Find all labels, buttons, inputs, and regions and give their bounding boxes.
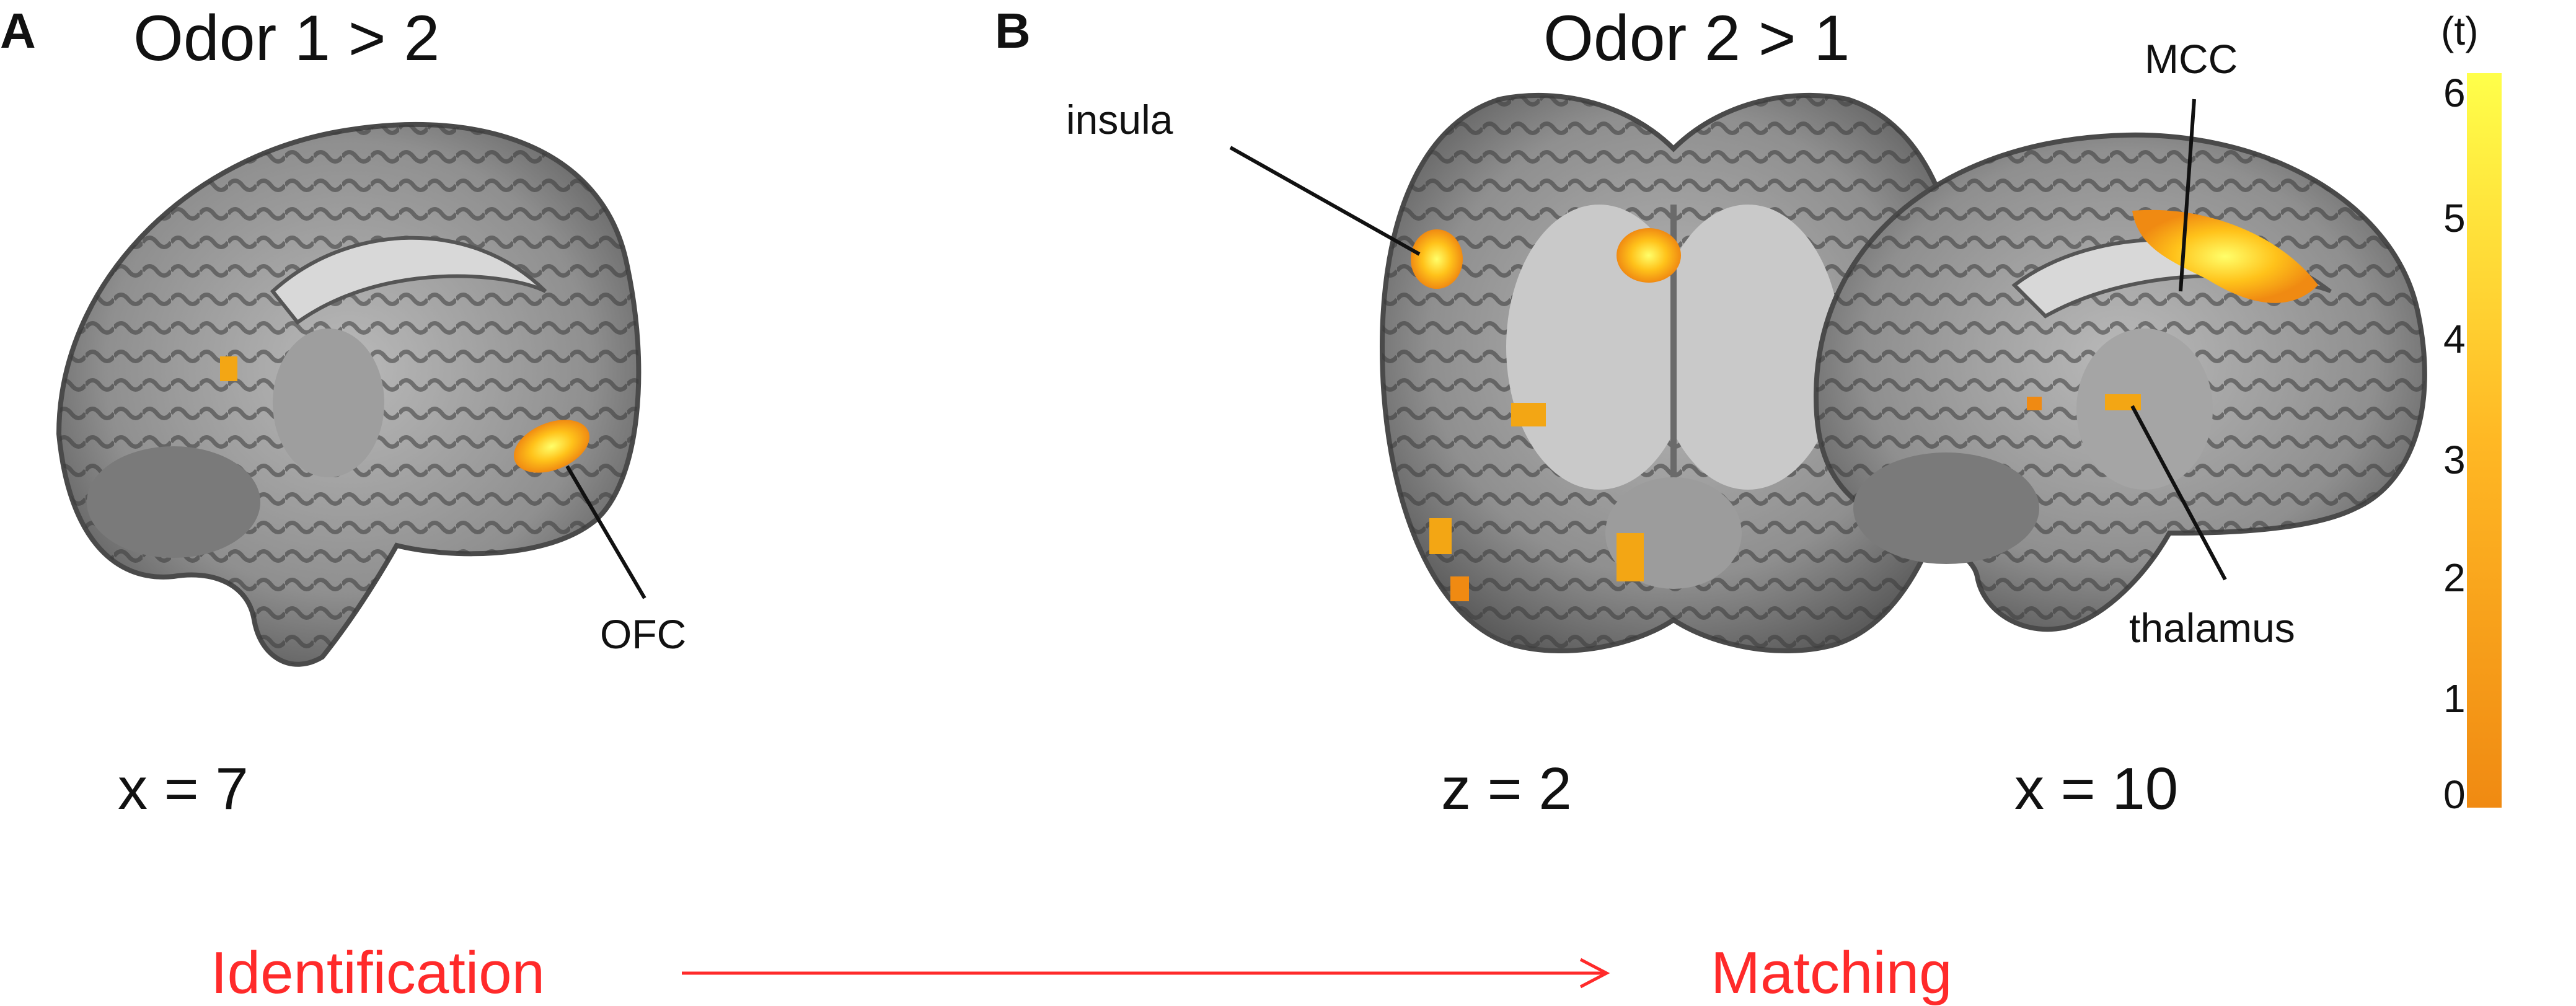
colorbar-tick-1: 1 (2443, 676, 2466, 721)
flow-start-label: Identification (211, 940, 545, 1006)
coordinate-a: x = 7 (118, 756, 249, 822)
colorbar-tick-4: 4 (2443, 317, 2466, 361)
leader-lines (565, 99, 2227, 599)
label-insula: insula (1066, 97, 1173, 143)
colorbar-tick-3: 3 (2443, 438, 2466, 482)
brain-sagittal-a (56, 121, 642, 667)
colorbar-tick-6: 6 (2443, 71, 2466, 115)
panel-letter-b: B (995, 3, 1031, 58)
brain-axial-b (1379, 92, 1968, 653)
colorbar-tick-2: 2 (2443, 555, 2466, 600)
colorbar-tick-0: 0 (2443, 772, 2466, 817)
panel-b-title: Odor 2 > 1 (1543, 2, 1850, 74)
panel-a-title: Odor 1 > 2 (133, 2, 440, 74)
colorbar-tick-5: 5 (2443, 196, 2466, 240)
coordinate-b-axial: z = 2 (1441, 756, 1572, 822)
label-mcc: MCC (2145, 36, 2238, 82)
colorbar-unit: (t) (2441, 9, 2479, 53)
label-thalamus: thalamus (2129, 605, 2295, 651)
coordinate-b-sagittal: x = 10 (2014, 756, 2179, 822)
colorbar-gradient (2467, 73, 2502, 808)
brain-sagittal-b (1813, 132, 2427, 632)
label-ofc: OFC (600, 611, 687, 657)
flow-arrow (682, 958, 1610, 989)
flow-end-label: Matching (1711, 940, 1952, 1006)
panel-letter-a: A (0, 3, 36, 58)
